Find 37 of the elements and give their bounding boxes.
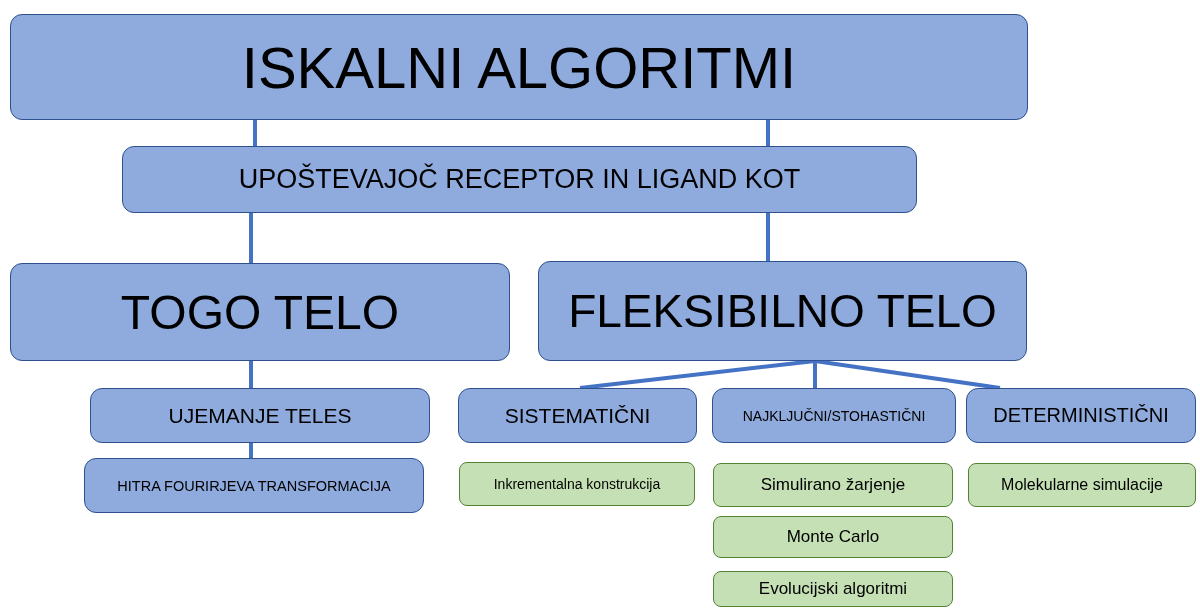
connector-line	[579, 359, 816, 390]
connector-line	[249, 361, 253, 388]
category-box	[458, 388, 697, 443]
category-box	[10, 14, 1028, 120]
category-box	[966, 388, 1196, 443]
category-box	[712, 388, 956, 443]
category-box	[84, 458, 424, 513]
connector-line	[813, 361, 817, 388]
connector-line	[814, 359, 1001, 390]
box-label: ISKALNI ALGORITMI	[241, 33, 797, 101]
box-label: Molekularne simulacije	[1001, 476, 1163, 494]
box-label: UJEMANJE TELES	[168, 403, 352, 428]
connector-line	[766, 120, 770, 146]
box-label: SISTEMATIČNI	[504, 403, 651, 428]
connector-line	[766, 213, 770, 261]
method-box	[459, 462, 695, 506]
box-label: Simulirano žarjenje	[760, 475, 906, 495]
method-box	[968, 463, 1196, 507]
box-label: Monte Carlo	[786, 527, 880, 547]
connector-line	[249, 443, 253, 458]
box-label: NAJKLJUČNI/STOHASTIČNI	[742, 407, 926, 424]
method-box	[713, 516, 953, 558]
box-label: FLEKSIBILNO TELO	[568, 284, 997, 338]
box-label: UPOŠTEVAJOČ RECEPTOR IN LIGAND KOT	[238, 164, 801, 195]
connector-line	[253, 120, 257, 146]
category-box	[122, 146, 917, 213]
category-box	[538, 261, 1027, 361]
category-box	[90, 388, 430, 443]
category-box	[10, 263, 510, 361]
box-label: Evolucijski algoritmi	[758, 579, 908, 599]
box-label: DETERMINISTIČNI	[993, 404, 1169, 427]
box-label: HITRA FOURIRJEVA TRANSFORMACIJA	[117, 477, 391, 494]
connector-line	[249, 213, 253, 263]
method-box	[713, 463, 953, 507]
method-box	[713, 571, 953, 607]
box-label: Inkrementalna konstrukcija	[493, 476, 661, 492]
box-label: TOGO TELO	[120, 284, 400, 340]
